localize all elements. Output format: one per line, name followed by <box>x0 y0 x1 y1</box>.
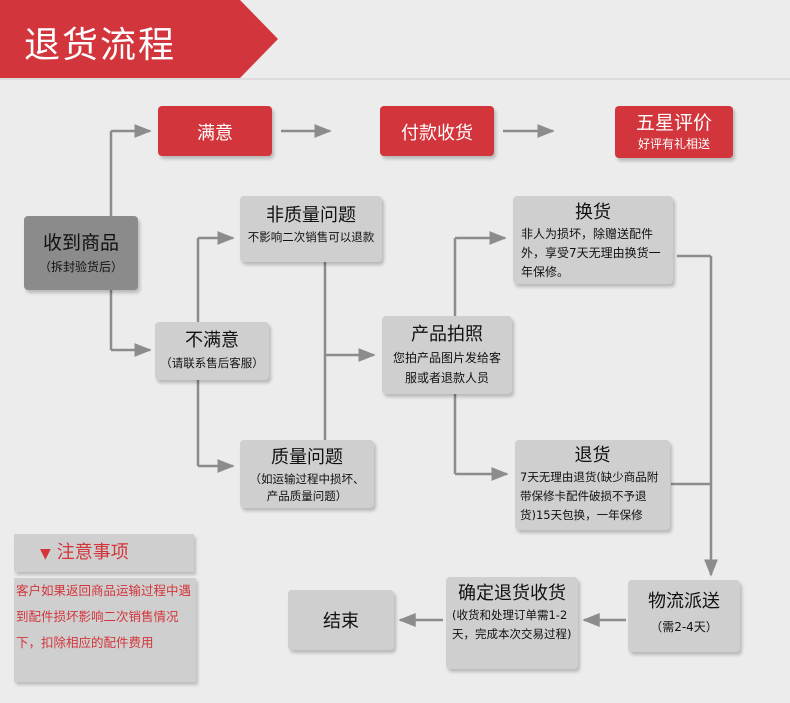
node-refund: 退货 7天无理由退货(缺少商品附带保修卡配件破损不予退货)15天包换，一年保修 <box>515 440 670 530</box>
node-end-title: 结束 <box>323 611 359 632</box>
node-quality-sub: （如运输过程中损坏、产品质量问题） <box>249 472 365 503</box>
node-satisfied-title: 满意 <box>197 123 233 144</box>
node-confirm: 确定退货收货 (收货和处理订单需1-2天，完成本次交易过程) <box>446 577 578 669</box>
header-banner: 退货流程 <box>0 0 790 78</box>
node-satisfied: 满意 <box>158 106 272 156</box>
node-quality: 质量问题 （如运输过程中损坏、产品质量问题） <box>240 440 374 508</box>
node-quality-title: 质量问题 <box>271 447 343 468</box>
node-refund-title: 退货 <box>574 445 611 466</box>
node-non-quality: 非质量问题 不影响二次销售可以退款 <box>240 196 382 262</box>
node-photo-sub: 您拍产品图片发给客服或者退款人员 <box>392 351 501 385</box>
node-payment-title: 付款收货 <box>401 123 473 144</box>
node-refund-sub: 7天无理由退货(缺少商品附带保修卡配件破损不予退货)15天包换，一年保修 <box>520 470 659 522</box>
notice-title: 注意事项 <box>56 542 129 563</box>
node-non-quality-sub: 不影响二次销售可以退款 <box>247 230 375 244</box>
node-logistics: 物流派送 （需2-4天） <box>628 580 740 652</box>
node-payment: 付款收货 <box>380 106 494 156</box>
node-photo: 产品拍照 您拍产品图片发给客服或者退款人员 <box>382 316 512 394</box>
node-receive-sub: （拆封验货后） <box>38 260 123 274</box>
notice-body: 客户如果返回商品运输过程中遇到配件损坏影响二次销售情况下，扣除相应的配件费用 <box>14 578 196 682</box>
notice-header: ▼ 注意事项 <box>14 534 194 572</box>
node-photo-title: 产品拍照 <box>411 324 483 345</box>
node-rating-sub: 好评有礼相送 <box>637 137 710 151</box>
node-logistics-title: 物流派送 <box>648 591 720 612</box>
triangle-down-icon: ▼ <box>40 546 51 562</box>
node-exchange: 换货 非人为损坏，除赠送配件外，享受7天无理由换货一年保修。 <box>513 196 673 284</box>
node-logistics-sub: （需2-4天） <box>650 620 718 634</box>
node-unsatisfied-sub: （请联系售后客服） <box>160 356 264 370</box>
node-non-quality-title: 非质量问题 <box>266 205 356 226</box>
page-title: 退货流程 <box>24 25 177 66</box>
node-receive-title: 收到商品 <box>42 232 119 254</box>
node-unsatisfied: 不满意 （请联系售后客服） <box>155 322 269 380</box>
banner-arrow-shape <box>0 0 278 78</box>
node-unsatisfied-title: 不满意 <box>185 330 239 351</box>
node-rating-title: 五星评价 <box>635 112 712 134</box>
node-receive: 收到商品 （拆封验货后） <box>24 216 138 290</box>
node-exchange-sub: 非人为损坏，除赠送配件外，享受7天无理由换货一年保修。 <box>521 227 661 279</box>
node-rating: 五星评价 好评有礼相送 <box>615 106 733 158</box>
node-confirm-title: 确定退货收货 <box>458 583 566 604</box>
node-end: 结束 <box>288 590 394 650</box>
node-confirm-sub: (收货和处理订单需1-2天，完成本次交易过程) <box>452 608 572 641</box>
node-exchange-title: 换货 <box>575 202 611 223</box>
banner-divider <box>0 78 790 80</box>
